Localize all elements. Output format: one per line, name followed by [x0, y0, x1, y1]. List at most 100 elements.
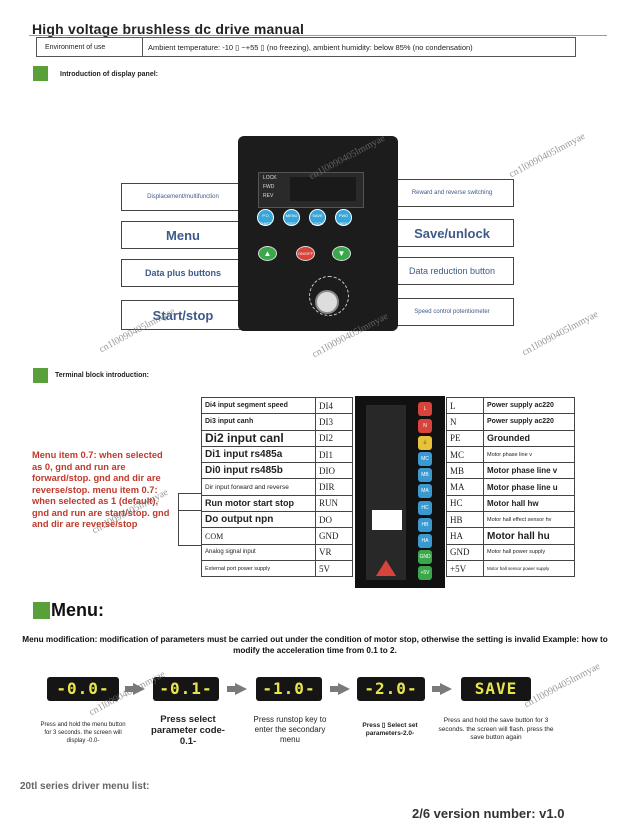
terminal-desc: Power supply ac220 — [483, 413, 575, 431]
ground-icon: ⏚ — [418, 436, 432, 450]
menu-button: MENU ESC — [283, 209, 300, 226]
terminal-code: RUN — [315, 494, 353, 513]
terminal-code: N — [446, 413, 484, 431]
bracket-line — [178, 493, 179, 545]
seven-segment-window — [290, 177, 356, 201]
terminal-desc: Di0 input rs485b — [201, 462, 316, 480]
arrow-icon — [235, 683, 247, 695]
version-number: 2/6 version number: v1.0 — [412, 806, 565, 821]
terminal-code: DI4 — [315, 396, 353, 415]
env-value: Ambient temperature: -10 ▯ ~+55 ▯ (no fr… — [148, 43, 473, 52]
step-caption-3: Press runstop key to enter the secondary… — [253, 715, 327, 744]
terminal-desc: Grounded — [483, 429, 575, 447]
terminal-desc: External port power supply — [201, 559, 316, 578]
arrow-icon — [227, 686, 235, 692]
arrow-icon — [125, 686, 133, 692]
terminal-hb: HB — [418, 518, 432, 532]
terminal-desc: Run motor start stop — [201, 494, 316, 513]
terminal-desc: Motor hall effect sensor hv — [483, 511, 575, 529]
terminal-code: HA — [446, 527, 484, 545]
arrow-icon — [440, 683, 452, 695]
arrow-icon — [338, 683, 350, 695]
terminal-gnd: GND — [418, 550, 432, 564]
terminal-label-strip — [366, 405, 406, 580]
menu-item-note: Menu item 0.7: when selected as 0, gnd a… — [32, 450, 170, 529]
terminal-desc: Motor hall hw — [483, 494, 575, 513]
terminal-ma: MA — [418, 484, 432, 498]
step-caption-1: Press and hold the menu button for 3 sec… — [40, 722, 126, 744]
terminal-desc: Dir input forward and reverse — [201, 478, 316, 496]
terminal-code: DO — [315, 511, 353, 529]
arrow-icon — [432, 686, 440, 692]
warning-icon — [376, 560, 396, 576]
knob-scale — [309, 276, 349, 316]
terminal-desc: Di3 input canh — [201, 413, 316, 431]
terminal-code: VR — [315, 543, 353, 561]
terminal-5v: +5V — [418, 566, 432, 580]
terminal-code: 5V — [315, 559, 353, 578]
terminal-desc: Motor phase line v — [483, 445, 575, 464]
menu-description: Menu modification: modification of param… — [22, 635, 608, 655]
terminal-desc: Power supply ac220 — [483, 396, 575, 415]
title-underline — [29, 35, 607, 36]
lcd-step-1: -0.0- — [47, 677, 119, 701]
terminal-code: L — [446, 396, 484, 415]
bracket-line — [178, 510, 202, 511]
callout-displacement: Displacement/multifunction — [121, 183, 245, 211]
callout-menu: Menu — [121, 221, 245, 249]
terminal-code: MB — [446, 462, 484, 480]
lcd-step-5: SAVE — [461, 677, 531, 701]
indicator-lock: LOCK — [263, 175, 277, 181]
terminal-code: DI3 — [315, 413, 353, 431]
terminal-desc: Motor phase line u — [483, 478, 575, 496]
up-button: ▲ — [258, 246, 277, 261]
terminal-code: +5V — [446, 559, 484, 578]
env-label: Environment of use — [37, 38, 143, 56]
step-caption-2: Press select parameter code-0.1- — [151, 714, 225, 747]
terminal-code: MA — [446, 478, 484, 496]
callout-reward-reverse: Reward and reverse switching — [390, 179, 514, 207]
down-button: ▼ — [332, 246, 351, 261]
callout-data-plus: Data plus buttons — [121, 259, 245, 287]
fwd-rev-button: FWD REV — [335, 209, 352, 226]
section-marker — [33, 368, 48, 383]
indicator-fwd: FWD — [263, 184, 275, 190]
shift-button: P.O SHIFT — [257, 209, 274, 226]
terminal-mc: MC — [418, 452, 432, 466]
lcd-step-3: -1.0- — [256, 677, 322, 701]
terminal-ha: HA — [418, 534, 432, 548]
arrow-icon — [330, 686, 338, 692]
terminal-section-heading: Terminal block introduction: — [55, 372, 149, 379]
lcd-step-2: -0.1- — [153, 677, 219, 701]
terminal-white-patch — [372, 510, 402, 530]
terminal-code: GND — [315, 527, 353, 545]
terminal-n: N — [418, 419, 432, 433]
arrow-icon — [133, 683, 145, 695]
menu-heading: Menu: — [51, 600, 104, 620]
terminal-desc: Di2 input canl — [201, 429, 316, 447]
terminal-hc: HC — [418, 501, 432, 515]
lcd-step-4: -2.0- — [357, 677, 425, 701]
save-button: SAVE LOCK — [309, 209, 326, 226]
watermark-text: cn1l0090405lmmyae — [522, 660, 603, 711]
bracket-line — [178, 493, 202, 494]
